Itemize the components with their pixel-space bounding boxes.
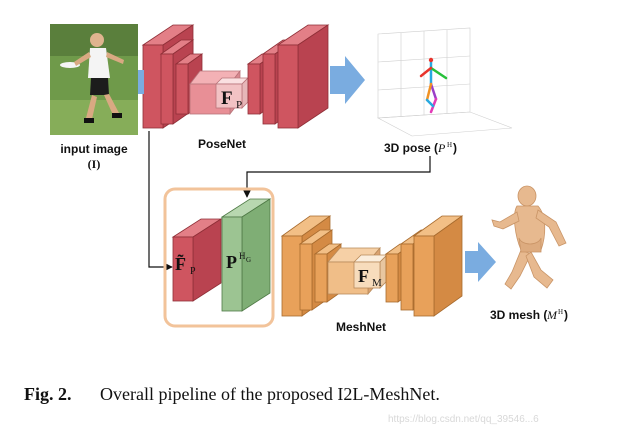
svg-text:P: P [190,266,196,277]
meshnet-feature-label: F M [358,266,382,289]
posenet-feature-label: F P [221,88,242,111]
svg-text:F: F [221,88,233,109]
svg-text:): ) [564,308,568,322]
posenet-label: PoseNet [198,137,246,151]
svg-text:P: P [236,99,242,111]
svg-text:M: M [546,308,558,322]
feature-skip-connector [148,131,173,272]
posenet-decoder [246,24,330,129]
svg-text:F̃: F̃ [175,254,186,274]
svg-text:H: H [558,308,563,316]
meshnet-feature-block [327,246,388,296]
svg-text:H: H [239,251,246,261]
caption-prefix: Fig. 2. [24,384,72,404]
pose-3d-plot [376,27,513,137]
concat-heatmap-label: P H G [226,251,251,272]
pose-skeleton [419,57,448,114]
meshnet-output-arrow [465,242,496,282]
posenet-output-arrow [330,56,365,104]
concat-pose-feature-label: F̃ P [175,254,196,277]
meshnet-decoder [384,215,464,317]
svg-text:M: M [372,277,382,289]
svg-text:G: G [246,256,251,264]
input-image-symbol: (I) [88,157,101,171]
meshnet-label: MeshNet [336,320,386,334]
mesh-3d-figure [491,185,567,290]
meshnet-encoder [280,215,343,317]
posenet-feature-block [189,69,249,116]
figure-caption: Fig. 2. Overall pipeline of the proposed… [24,384,440,404]
watermark: https://blog.csdn.net/qq_39546...6 [388,414,539,425]
svg-text:H: H [447,141,452,149]
input-to-posenet-arrow [138,70,144,94]
svg-text:P: P [437,141,446,155]
concat-pose-feature [171,218,223,302]
svg-text:3D mesh (: 3D mesh ( [490,308,547,322]
svg-text:3D pose (: 3D pose ( [384,141,438,155]
pose-output-label: 3D pose ( P H ) [384,141,457,155]
svg-text:F: F [358,266,369,286]
svg-text:P: P [226,252,237,272]
caption-text: Overall pipeline of the proposed I2L-Mes… [100,384,440,404]
posenet-encoder [141,24,204,129]
concat-box [163,187,275,328]
mesh-output-label: 3D mesh ( M H ) [490,308,568,322]
svg-text:): ) [453,141,457,155]
input-image [50,24,138,135]
concat-heatmap [220,198,272,312]
input-image-label: input image [60,142,128,156]
pose-to-meshnet-connector [242,156,431,198]
